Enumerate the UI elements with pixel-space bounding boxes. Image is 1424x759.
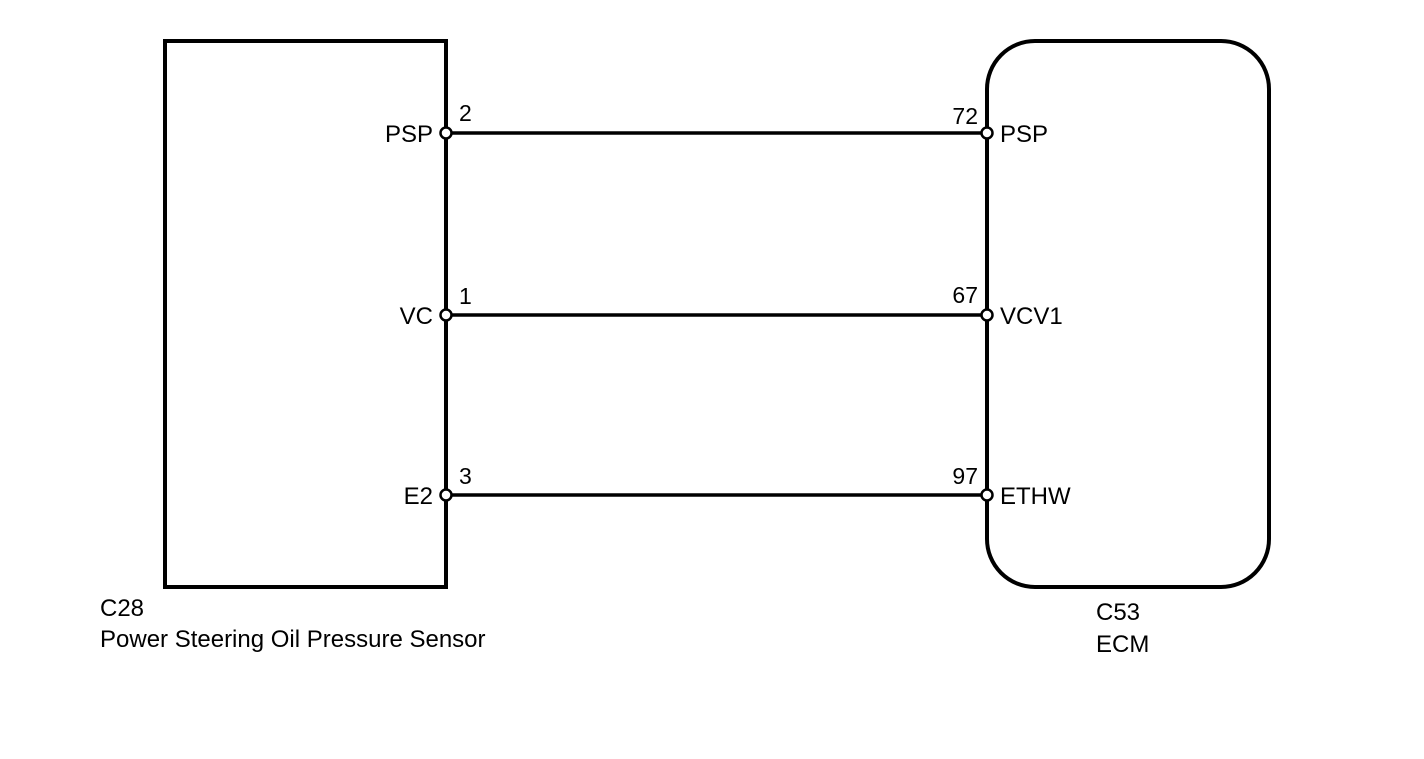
terminal-ecm-psp xyxy=(980,126,994,140)
ecm-pin-number-97: 97 xyxy=(952,463,978,489)
sensor-terminal-label-psp: PSP xyxy=(385,121,433,148)
sensor-connector-code: C28 xyxy=(100,595,144,622)
ecm-terminal-label-psp: PSP xyxy=(1000,121,1048,148)
ecm-connector-code: C53 xyxy=(1096,599,1140,626)
sensor-pin-number-1: 1 xyxy=(459,283,472,309)
terminal-ecm-ethw xyxy=(980,488,994,502)
terminal-ecm-vcv1 xyxy=(980,308,994,322)
sensor-terminal-label-vc: VC xyxy=(400,303,433,330)
ecm-pin-number-72: 72 xyxy=(952,103,978,129)
terminal-sensor-vc xyxy=(439,308,453,322)
ecm-terminal-label-ethw: ETHW xyxy=(1000,483,1071,510)
sensor-name: Power Steering Oil Pressure Sensor xyxy=(100,626,486,653)
sensor-pin-number-3: 3 xyxy=(459,463,472,489)
terminal-sensor-psp xyxy=(439,126,453,140)
terminal-sensor-e2 xyxy=(439,488,453,502)
ecm-name: ECM xyxy=(1096,631,1149,658)
ecm-terminal-label-vcv1: VCV1 xyxy=(1000,303,1063,330)
sensor-terminal-label-e2: E2 xyxy=(404,483,433,510)
ecm-pin-number-67: 67 xyxy=(952,282,978,308)
sensor-pin-number-2: 2 xyxy=(459,100,472,126)
